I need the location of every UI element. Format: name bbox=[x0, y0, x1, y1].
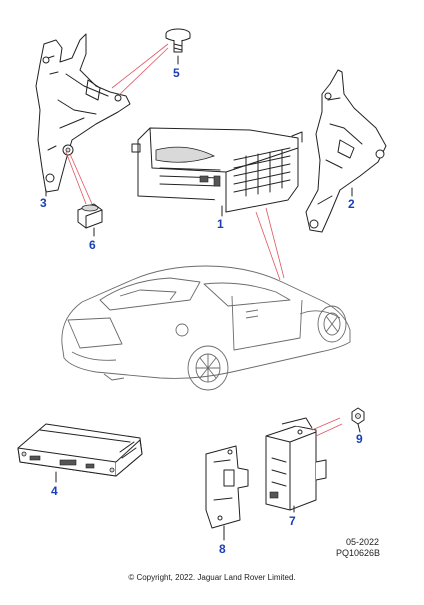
part-3-left-bracket bbox=[35, 33, 131, 193]
callout-5: 5 bbox=[173, 66, 180, 80]
callout-6: 6 bbox=[89, 238, 96, 252]
copyright-notice: © Copyright, 2022. Jaguar Land Rover Lim… bbox=[128, 573, 296, 582]
part-1-audio-unit bbox=[131, 127, 303, 281]
callout-3: 3 bbox=[40, 196, 47, 210]
callout-7: 7 bbox=[289, 514, 296, 528]
part-6-bushing bbox=[65, 151, 103, 229]
part-5-screw bbox=[111, 28, 191, 97]
diagram-date: 05-2022 bbox=[346, 537, 380, 547]
part-8-bracket bbox=[205, 445, 249, 529]
part-7-module bbox=[265, 417, 343, 511]
callout-1: 1 bbox=[217, 217, 224, 231]
callout-ticks bbox=[45, 55, 361, 541]
callout-4: 4 bbox=[51, 484, 58, 498]
callout-2: 2 bbox=[348, 197, 355, 211]
part-9-nut bbox=[351, 407, 365, 425]
diagram-ref: PQ10626B bbox=[336, 548, 381, 558]
callout-8: 8 bbox=[219, 542, 226, 556]
part-4-module bbox=[17, 423, 143, 477]
part-2-right-bracket bbox=[305, 69, 387, 233]
callout-9: 9 bbox=[356, 432, 363, 446]
vehicle-illustration bbox=[61, 265, 351, 391]
